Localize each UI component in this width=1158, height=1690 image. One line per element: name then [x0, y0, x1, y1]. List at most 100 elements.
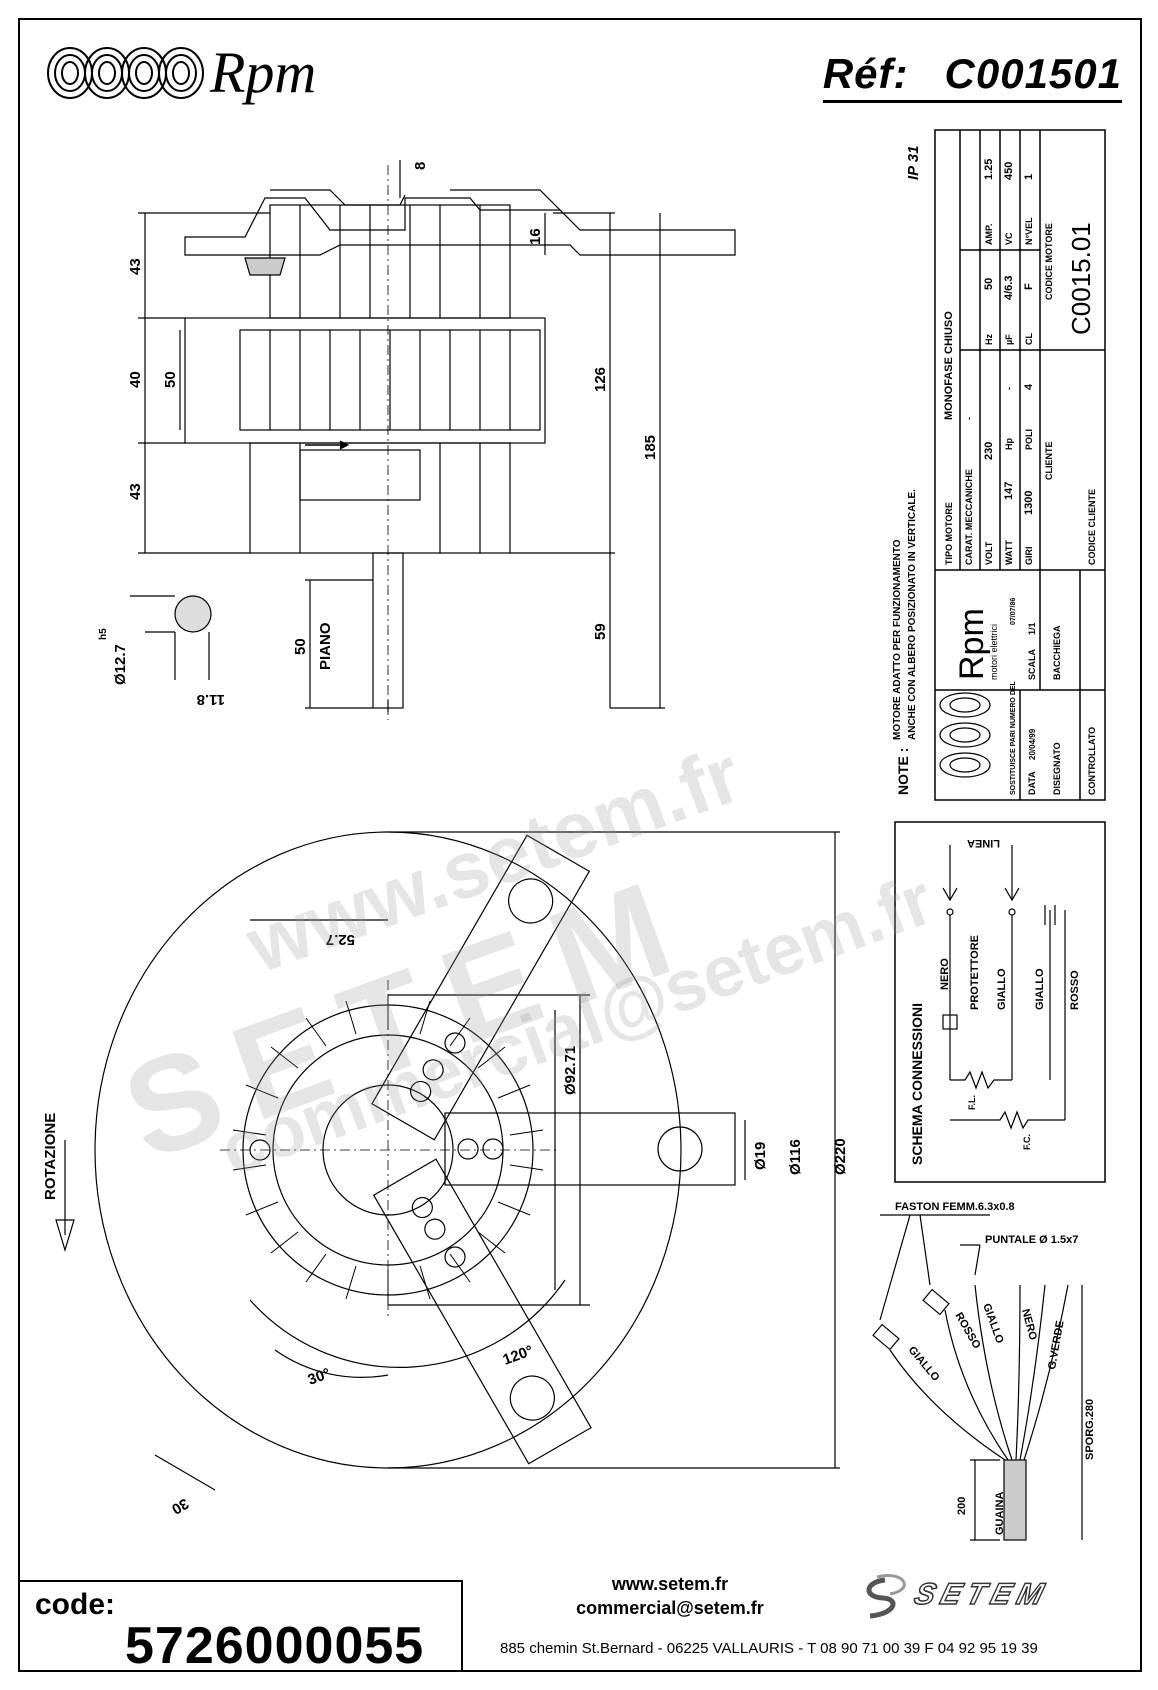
poli-value: 4	[1023, 383, 1035, 390]
angle-120: 120°	[501, 1342, 536, 1369]
rotation-label: ROTAZIONE	[42, 1113, 59, 1200]
cl-value: F	[1023, 283, 1035, 290]
footer-contact: www.setem.fr commercial@setem.fr	[560, 1572, 780, 1620]
ip-rating: IP 31	[905, 146, 922, 180]
code-label: code:	[35, 1588, 116, 1621]
footer-address: 885 chemin St.Bernard - 06225 VALLAURIS …	[500, 1640, 1038, 1657]
shaft-diameter: Ø12.7	[112, 644, 129, 685]
giri-label: GIRI	[1024, 546, 1034, 565]
ref-value: C001501	[944, 50, 1122, 97]
ref-label: Réf:	[822, 50, 909, 97]
reference: Réf: C001501	[822, 50, 1122, 103]
note-label: NOTE :	[895, 748, 911, 795]
side-view-labels: 43 40 50 43 126 185 16 8 59 50 PIANO Ø12…	[98, 162, 659, 708]
codice-motore-value: C0015.01	[1066, 222, 1096, 335]
brand-name: Rpm	[210, 40, 317, 105]
note-line-1: MOTORE ADATTO PER FUNZIONAMENTO	[892, 539, 903, 740]
giri-value: 1300	[1023, 491, 1035, 515]
dim-50-shaft: 50	[292, 638, 309, 655]
wiring-harness: FASTON FEMM.6.3x0.8 PUNTALE Ø 1.5x7 GIAL…	[872, 1201, 1096, 1541]
tipo-value: MONOFASE CHIUSO	[943, 311, 955, 420]
puntale-label: PUNTALE Ø 1.5x7	[985, 1234, 1078, 1246]
schema-connessioni: SCHEMA CONNESSIONI LINEA NERO PROTETTORE…	[894, 821, 1106, 1183]
dim-8: 8	[412, 162, 429, 170]
disegnato-label: DISEGNATO	[1052, 742, 1062, 795]
dim-16: 16	[527, 228, 544, 245]
tb-brand: Rpm	[953, 608, 991, 680]
dim-200: 200	[956, 1497, 968, 1515]
scala-value: 1/1	[1027, 622, 1037, 635]
sostituisce-value: 07/07/86	[1010, 598, 1017, 625]
nvel-value: 1	[1023, 174, 1035, 180]
uf-value: 4/6.3	[1003, 276, 1015, 300]
side-view	[130, 160, 736, 720]
angle-30: 30°	[306, 1365, 333, 1389]
dim-116: Ø116	[787, 1139, 804, 1175]
dim-52-7: 52.7	[326, 931, 355, 948]
schema-title: SCHEMA CONNESSIONI	[909, 1003, 925, 1165]
tb-brand-sub: motori elettrici	[989, 624, 999, 680]
data-value: 20/04/99	[1028, 728, 1037, 760]
dim-43-top: 43	[127, 258, 144, 275]
sporg-label: SPORG.280	[1084, 1399, 1096, 1460]
rpm-coil-icon	[47, 47, 204, 99]
drawing-frame	[18, 18, 1142, 1672]
dim-126: 126	[592, 367, 609, 392]
wire-gverde: G.VERDE	[1046, 1320, 1066, 1371]
controllato-label: CONTROLLATO	[1087, 727, 1097, 795]
schema-nero: NERO	[939, 958, 951, 990]
cl-label: CL	[1024, 333, 1034, 345]
code-value: 5726000055	[125, 1617, 425, 1675]
tipo-label: TIPO MOTORE	[944, 502, 954, 565]
dim-19: Ø19	[752, 1142, 769, 1170]
hz-value: 50	[983, 278, 995, 290]
dim-59: 59	[592, 623, 609, 640]
dim-220: Ø220	[832, 1138, 849, 1175]
guaina-label: GUAINA	[994, 1492, 1006, 1535]
schema-protettore: PROTETTORE	[969, 935, 981, 1010]
amp-label: AMP.	[984, 224, 994, 245]
hz-label: Hz	[984, 334, 994, 345]
title-block: IP 31 NOTE : MOTORE ADATTO PER FUNZIONAM…	[892, 129, 1106, 801]
dim-50: 50	[162, 371, 179, 388]
codice-motore-label: CODICE MOTORE	[1044, 223, 1054, 300]
wire-nero: NERO	[1019, 1308, 1039, 1342]
dim-92-71: Ø92.71	[562, 1046, 579, 1095]
vc-label: VC	[1004, 232, 1014, 245]
setem-logo: SETEM	[855, 1572, 1115, 1622]
poli-label: POLI	[1024, 429, 1034, 450]
carat-value: -	[964, 417, 974, 420]
dim-43-bottom: 43	[127, 483, 144, 500]
volt-label: VOLT	[984, 541, 994, 565]
note-line-2: ANCHE CON ALBERO POSIZIONATO IN VERTICAL…	[907, 489, 918, 740]
uf-label: µF	[1004, 334, 1014, 345]
volt-value: 230	[983, 442, 995, 460]
scala-label: SCALA	[1027, 649, 1037, 680]
schema-giallo-2: GIALLO	[1034, 968, 1046, 1010]
wire-giallo-2: GIALLO	[980, 1302, 1006, 1346]
front-view	[55, 831, 840, 1491]
carat-label: CARAT. MECCANICHE	[964, 469, 974, 565]
code-box: code: 5726000055	[18, 1580, 463, 1675]
footer-email[interactable]: commercial@setem.fr	[576, 1598, 764, 1618]
tb-coil-icon	[939, 692, 991, 778]
shaft-tolerance: h5	[98, 628, 109, 640]
dim-40: 40	[127, 371, 144, 388]
schema-fl: F.L.	[967, 1095, 977, 1110]
footer-website[interactable]: www.setem.fr	[611, 1574, 729, 1594]
data-label: DATA	[1027, 771, 1037, 795]
hp-value: -	[1004, 387, 1014, 390]
shaft-flat: 11.8	[197, 691, 225, 708]
setem-swoosh-icon	[866, 1574, 906, 1619]
setem-logo-text: SETEM	[910, 1577, 1054, 1612]
dim-185: 185	[642, 435, 659, 460]
schema-fc: F.C.	[1022, 1134, 1032, 1150]
disegnato-value: BACCHIEGA	[1052, 625, 1062, 680]
watt-label: WATT	[1004, 540, 1014, 565]
nvel-label: N°VEL	[1024, 217, 1034, 245]
codice-cliente-label: CODICE CLIENTE	[1087, 489, 1097, 565]
schema-rosso: ROSSO	[1069, 970, 1081, 1010]
watt-value: 147	[1003, 482, 1015, 500]
front-view-labels: ROTAZIONE 52.7 Ø92.71 Ø116 Ø220 Ø19 120°…	[42, 931, 849, 1518]
